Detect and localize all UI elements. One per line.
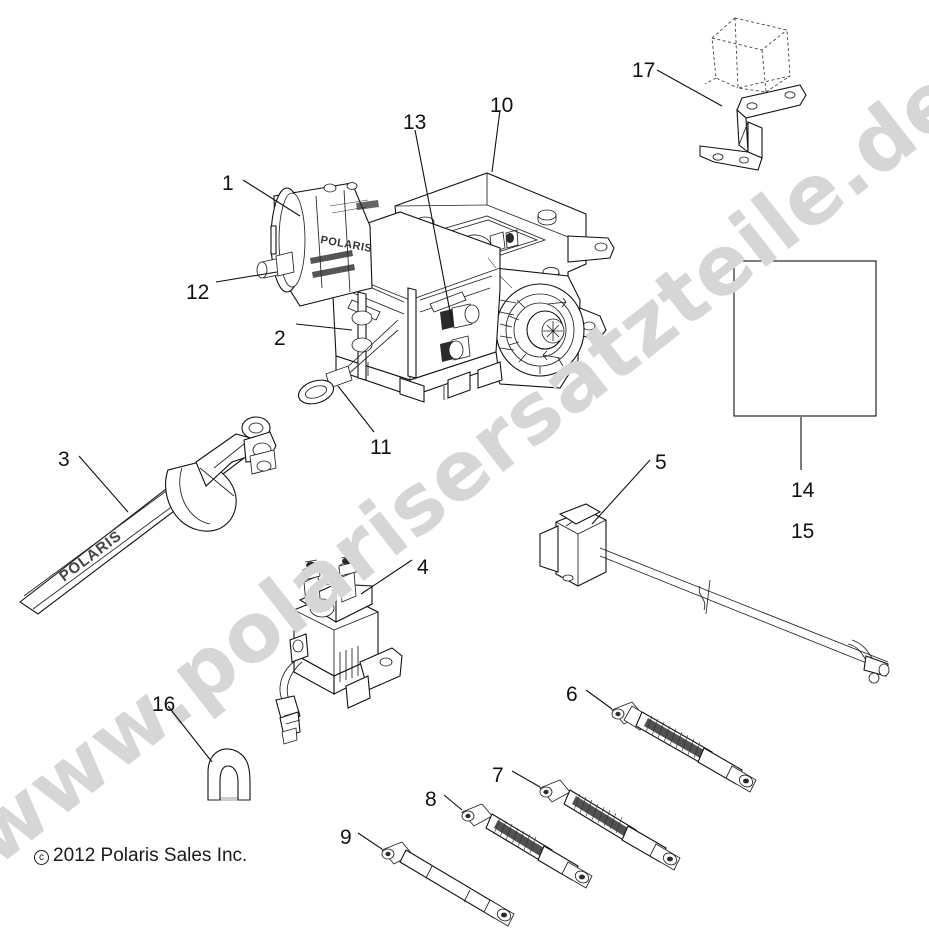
callout-5: 5: [655, 451, 667, 474]
rubber-grommet-part: [207, 748, 251, 801]
callout-12: 12: [186, 281, 210, 304]
callout-8: 8: [425, 788, 437, 811]
callout-13: 13: [403, 111, 427, 134]
copyright-text: 2012 Polaris Sales Inc.: [53, 845, 248, 866]
battery-cable-9: [381, 841, 515, 927]
battery-cable-8: [461, 803, 593, 889]
callout-9: 9: [340, 826, 352, 849]
phantom-box-17: [704, 17, 791, 93]
hook-strap-part: POLARIS: [19, 416, 277, 615]
remote-switch-part: [539, 503, 890, 684]
callout-15: 15: [791, 520, 815, 543]
callout-4: 4: [417, 556, 429, 579]
battery-cable-7: [539, 779, 681, 871]
motor-lead-terminals-part: [440, 303, 480, 362]
contactor-terminal-right: [338, 555, 357, 603]
winch-assembly: POLARIS: [256, 172, 615, 405]
callout-16: 16: [152, 693, 176, 716]
contactor-solenoid-part: [275, 555, 403, 745]
callout-14: 14: [791, 479, 815, 502]
copyright-notice: c 2012 Polaris Sales Inc.: [34, 845, 247, 867]
callout-2: 2: [274, 327, 286, 350]
callout-6: 6: [566, 683, 578, 706]
decal-placard-box: [733, 260, 877, 417]
contactor-terminal-left: [302, 559, 321, 605]
callout-1: 1: [222, 172, 234, 195]
battery-cable-6: [611, 701, 757, 793]
callout-7: 7: [492, 764, 504, 787]
callout-10: 10: [490, 94, 514, 117]
callout-11: 11: [370, 436, 392, 459]
mounting-bracket-part: [699, 84, 807, 171]
callout-3: 3: [58, 448, 70, 471]
copyright-symbol-icon: c: [34, 850, 49, 865]
callout-17: 17: [632, 59, 656, 82]
